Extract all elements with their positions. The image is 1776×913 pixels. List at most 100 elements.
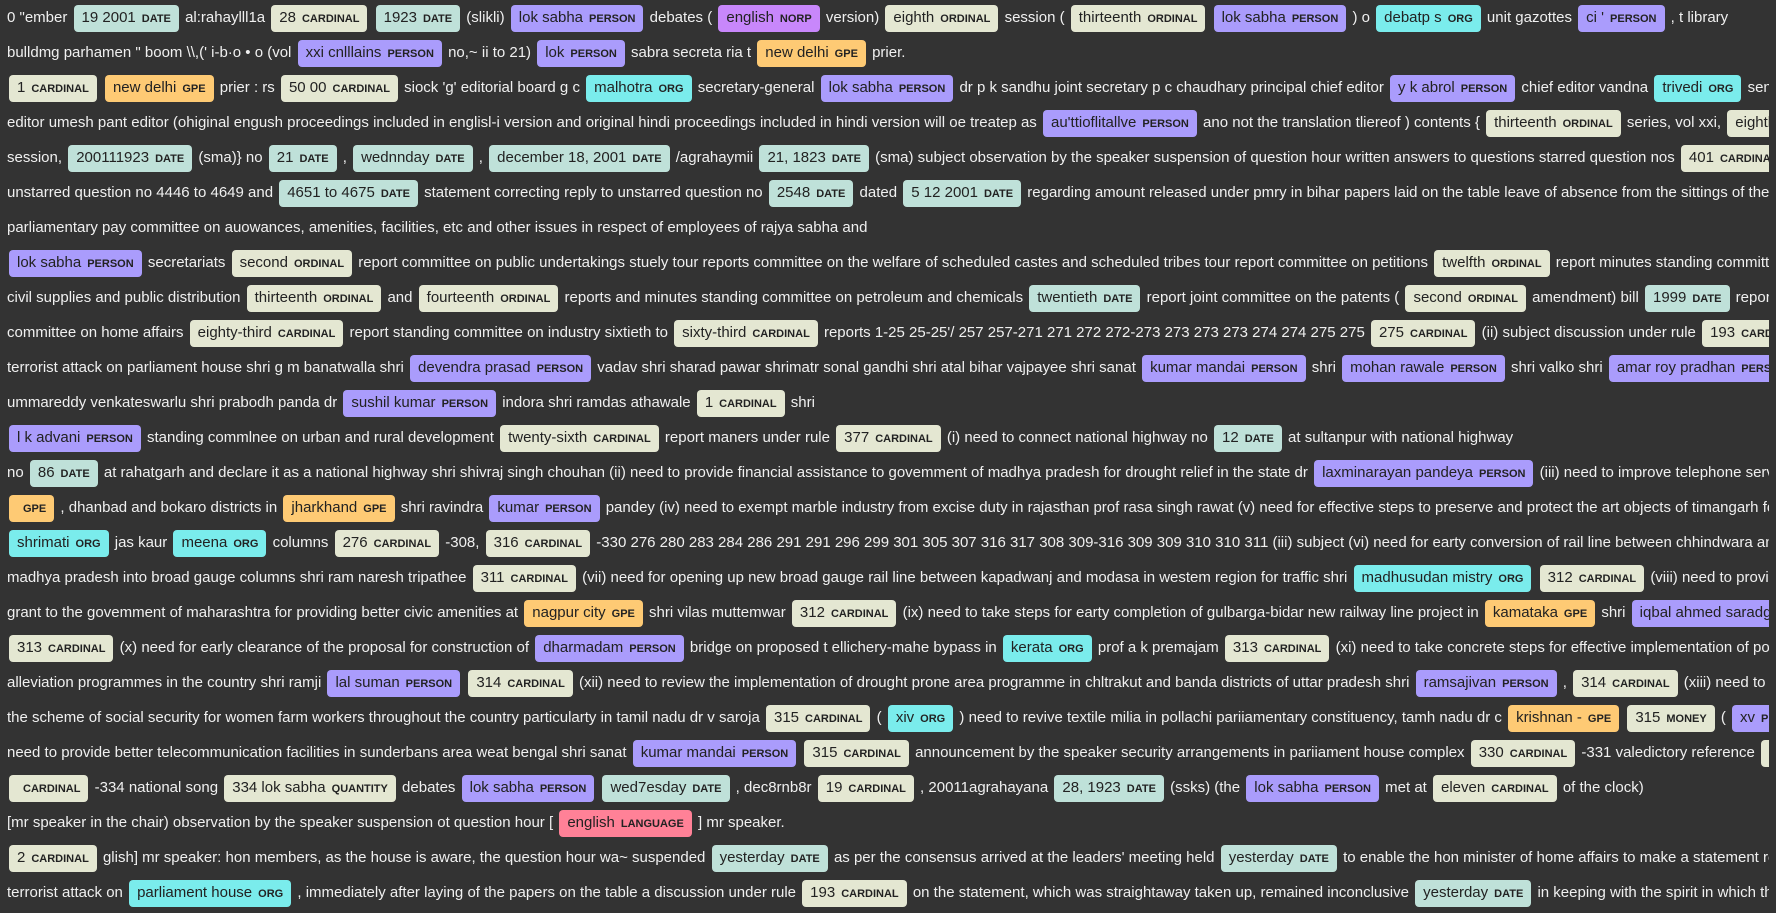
entity-label: DATE: [1126, 782, 1156, 795]
text-line: unstarred question no 4446 to 4649 and 4…: [7, 175, 1769, 210]
plain-text: ,: [1562, 674, 1567, 691]
entity-text: 316: [493, 533, 519, 551]
entity-label: CARDINAL: [332, 82, 390, 95]
entity-text: lok: [545, 43, 565, 61]
entity-person: iqbal ahmed saradgiPERSON: [1631, 599, 1769, 627]
entity-label: PERSON: [1324, 782, 1371, 795]
plain-text: ) o: [1352, 9, 1370, 26]
plain-text: , immediately after laying of the papers…: [297, 884, 796, 901]
plain-text: session,: [7, 149, 63, 166]
plain-text: terrorist attack on parliament house shr…: [7, 359, 404, 376]
entity-label: DATE: [632, 152, 662, 165]
plain-text: version): [825, 9, 880, 26]
entity-text: krishnan -: [1516, 708, 1582, 726]
entity-text: 2548: [776, 183, 811, 201]
plain-text: ummareddy venkateswarlu shri prabodh pan…: [7, 394, 338, 411]
plain-text: need to provide better telecommunication…: [7, 744, 627, 761]
entity-text: parliament house: [137, 883, 253, 901]
plain-text: regarding amount released under pmry in …: [1027, 184, 1769, 201]
entity-text: 377: [844, 428, 870, 446]
entity-label: CARDINAL: [1578, 572, 1637, 585]
entity-org: meena ORG: [173, 529, 267, 557]
entity-label: PERSON: [1291, 12, 1339, 25]
entity-label: PERSON: [741, 747, 789, 760]
plain-text: ,: [342, 149, 347, 166]
plain-text: report standin: [1735, 289, 1769, 306]
entity-text: ci ': [1586, 8, 1605, 26]
entity-text: kumar mandai: [640, 743, 736, 761]
plain-text: met at: [1385, 779, 1427, 796]
text-line: [mr speaker in the chair) observation by…: [7, 805, 1769, 840]
plain-text: prof a k premajam: [1097, 639, 1219, 656]
plain-text: pandey (iv) need to exempt marble indust…: [605, 499, 1769, 516]
plain-text: announcement by the speaker security arr…: [915, 744, 1465, 761]
entity-label: CARDINAL: [510, 572, 568, 585]
plain-text: as per the consensus arrived at the lead…: [833, 849, 1215, 866]
plain-text: alleviation programmes in the country sh…: [7, 674, 322, 691]
entity-label: ORG: [233, 537, 259, 550]
entity-label: CARDINAL: [507, 677, 565, 690]
entity-label: ORDINAL: [940, 12, 991, 25]
entity-text: meena: [181, 533, 228, 551]
plain-text: civil supplies and public distribution: [7, 289, 241, 306]
plain-text: (ix) need to take steps for earty comple…: [902, 604, 1479, 621]
entity-text: fourteenth: [426, 288, 495, 306]
entity-label: CARDINAL: [830, 607, 889, 620]
entity-label: ORG: [1447, 12, 1473, 25]
entity-text: 312: [1547, 568, 1573, 586]
plain-text: , 20011agrahayana: [920, 779, 1049, 796]
entity-label: DATE: [380, 187, 410, 200]
entity-label: CARDINAL: [1509, 747, 1568, 760]
entity-label: CARDINAL: [48, 642, 106, 655]
entity-text: 21: [276, 148, 294, 166]
entity-label: CARDINAL: [524, 537, 583, 550]
entity-label: DATE: [1494, 887, 1524, 900]
entity-text: 200111923: [76, 148, 150, 166]
plain-text: standing commlnee on urban and rural dev…: [147, 429, 494, 446]
entity-text: eleven: [1441, 778, 1486, 796]
entity-label: PERSON: [441, 397, 489, 410]
entity-label: PERSON: [1502, 677, 1549, 690]
plain-text: (sma)} no: [198, 149, 263, 166]
entity-label: GPE: [1587, 712, 1612, 725]
entity-text: kumar: [497, 498, 540, 516]
entity-text: thirteenth: [1494, 113, 1557, 131]
plain-text: report joint committee on the patents (: [1146, 289, 1400, 306]
plain-text: (: [1720, 709, 1726, 726]
entity-text: december 18, 2001: [497, 148, 627, 166]
entity-label: DATE: [60, 467, 90, 480]
entity-text: iqbal ahmed saradgi: [1639, 603, 1769, 621]
entity-text: nagpur city: [532, 603, 606, 621]
entity-text: second: [239, 253, 288, 271]
entity-text: amar roy pradhan: [1616, 358, 1736, 376]
plain-text: at rahatgarh and declare it as a nationa…: [103, 464, 1308, 481]
plain-text: al:rahaylll1a: [185, 9, 266, 26]
entity-person: lok sabha PERSON: [1246, 774, 1379, 802]
entity-label: DATE: [299, 152, 329, 165]
entity-text: second: [1413, 288, 1462, 306]
entity-text: lok sabha: [1254, 778, 1319, 796]
entity-label: PERSON: [589, 12, 636, 25]
entity-label: CARDINAL: [1410, 327, 1468, 340]
entity-label: MONEY: [1666, 712, 1707, 725]
entity-text: lok sabha: [17, 253, 82, 271]
